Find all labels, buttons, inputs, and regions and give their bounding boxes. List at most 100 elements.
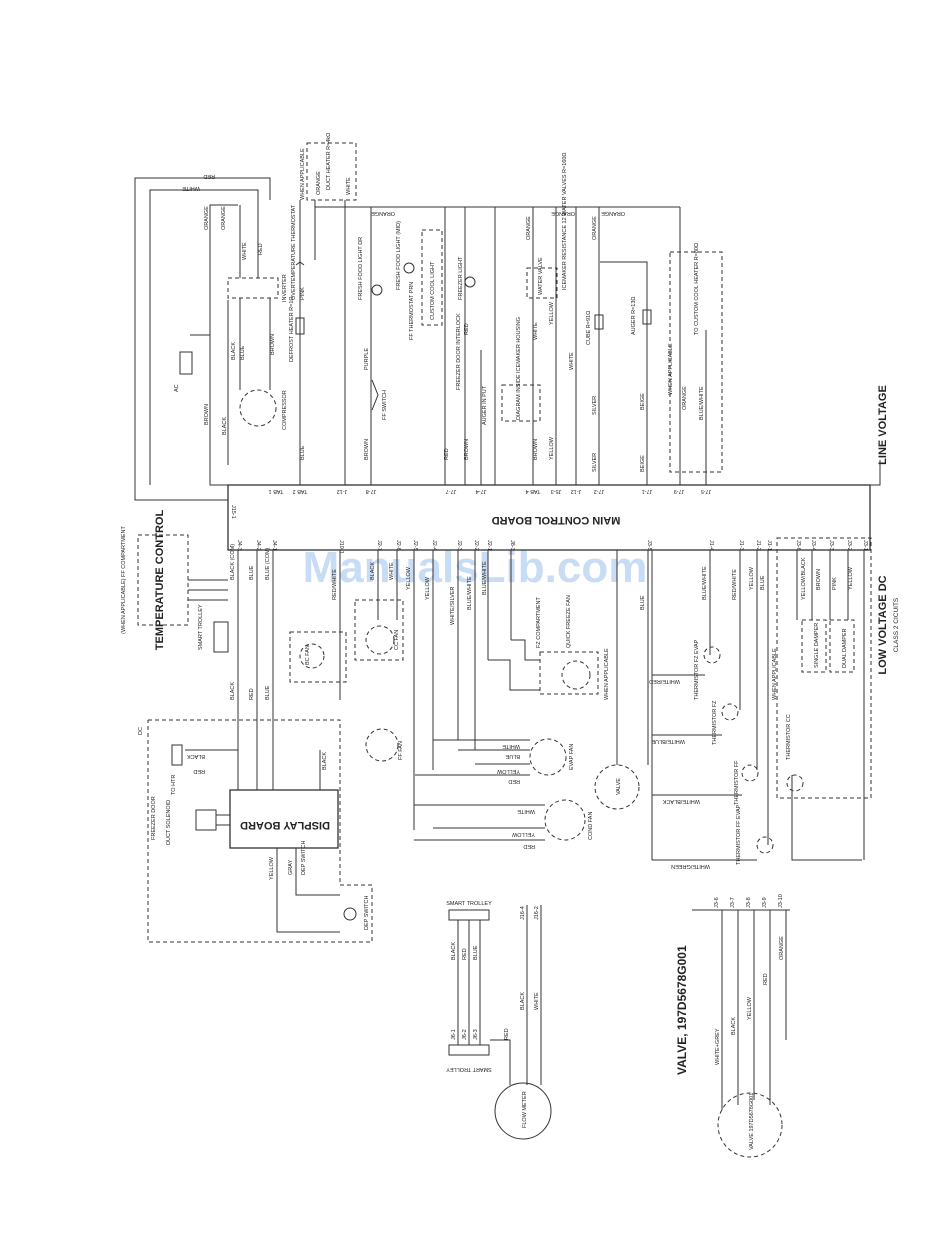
svg-text:J2-6: J2-6	[395, 540, 401, 551]
svg-text:J2-5: J2-5	[412, 540, 418, 551]
low-voltage-label: LOW VOLTAGE DC	[877, 575, 889, 674]
single-damper	[801, 619, 827, 673]
svg-text:WHITE/RED: WHITE/RED	[649, 678, 680, 684]
svg-text:FREEZER LIGHT: FREEZER LIGHT	[458, 256, 464, 300]
svg-text:J7-8: J7-8	[366, 488, 377, 494]
svg-text:BLUE: BLUE	[640, 595, 646, 610]
svg-text:TAB 2: TAB 2	[293, 488, 308, 494]
svg-text:J2-7: J2-7	[376, 540, 382, 551]
svg-text:BLUE: BLUE	[505, 753, 520, 759]
bc-fan-box	[289, 631, 347, 683]
svg-text:J7-4: J7-4	[476, 488, 487, 494]
svg-text:BLACK: BLACK	[187, 753, 205, 759]
svg-text:RED/WHITE: RED/WHITE	[332, 569, 338, 600]
svg-text:BLUE/WHITE: BLUE/WHITE	[702, 566, 708, 600]
svg-text:J-12: J-12	[571, 488, 582, 494]
valve	[594, 764, 640, 810]
svg-text:SINGLE DAMPER: SINGLE DAMPER	[814, 623, 820, 668]
svg-text:WHITE/GREEN: WHITE/GREEN	[671, 863, 710, 869]
svg-text:J7-7: J7-7	[446, 488, 457, 494]
svg-text:CUSTOM COOL LIGHT: CUSTOM COOL LIGHT	[430, 261, 436, 320]
svg-text:WHEN APPLICABLE: WHEN APPLICABLE	[668, 343, 674, 395]
svg-text:ORANGE: ORANGE	[221, 206, 227, 230]
svg-text:J3-1: J3-1	[862, 540, 868, 551]
svg-text:WHEN APPLICABLE: WHEN APPLICABLE	[604, 648, 610, 700]
bottom-connector-labels: J15-1 J4-3 J4-2 J4-1 J10-1 J2-7 J2-6 J2-…	[230, 505, 868, 554]
svg-text:RED: RED	[193, 768, 205, 774]
compressor	[239, 389, 277, 427]
svg-text:RED: RED	[523, 843, 535, 849]
svg-text:BEIGE: BEIGE	[640, 393, 646, 410]
svg-text:SMART TROLLEY: SMART TROLLEY	[446, 1066, 492, 1072]
svg-text:WHITE: WHITE	[182, 185, 200, 191]
svg-text:BEIGE: BEIGE	[640, 455, 646, 472]
svg-text:RED: RED	[508, 778, 520, 784]
svg-text:RED/WHITE: RED/WHITE	[732, 569, 738, 600]
svg-text:J3-6: J3-6	[714, 897, 720, 908]
svg-text:VALVE: VALVE	[616, 778, 622, 795]
valve-title: VALVE, 197D5678G001	[675, 945, 689, 1075]
svg-text:WHITE: WHITE	[534, 992, 540, 1010]
svg-text:BLUE/WHITE: BLUE/WHITE	[467, 576, 473, 610]
svg-text:DEP SWITCH: DEP SWITCH	[301, 841, 307, 875]
svg-text:J15-1: J15-1	[230, 505, 236, 519]
svg-text:EVAP FAN: EVAP FAN	[569, 744, 575, 770]
svg-text:J2-2: J2-2	[473, 540, 479, 551]
svg-text:J1-2: J1-2	[755, 540, 761, 551]
svg-text:YELLOW: YELLOW	[425, 576, 431, 600]
svg-text:J3-5: J3-5	[646, 540, 652, 551]
svg-text:RED: RED	[444, 448, 450, 460]
svg-text:J1-3: J1-3	[738, 540, 744, 551]
display-board-label: DISPLAY BOARD	[240, 819, 330, 831]
duct-heater-label: DUCT HEATER R=4kΩ	[326, 133, 332, 190]
svg-text:ORANGE: ORANGE	[779, 936, 785, 960]
svg-text:J3-2: J3-2	[846, 540, 852, 551]
svg-text:J2-1: J2-1	[486, 540, 492, 551]
svg-text:BLUE: BLUE	[473, 945, 479, 960]
svg-text:BLACK (COM): BLACK (COM)	[230, 544, 236, 580]
svg-text:TAB 4: TAB 4	[526, 488, 541, 494]
flow-meter	[494, 1082, 552, 1140]
svg-text:QUICK FREEZE FAN: QUICK FREEZE FAN	[566, 595, 572, 648]
thermistor-fz	[721, 703, 739, 721]
svg-text:BLACK: BLACK	[370, 562, 376, 580]
svg-text:FRESH FOOD LIGHT DR: FRESH FOOD LIGHT DR	[358, 237, 364, 300]
main-control-board-label: MAIN CONTROL BOARD	[492, 514, 621, 526]
thermistor-ff	[741, 764, 759, 782]
svg-text:YELLOW/BLACK: YELLOW/BLACK	[801, 557, 807, 600]
svg-text:ORANGE: ORANGE	[204, 206, 210, 230]
quick-freeze-fan-box	[539, 651, 599, 695]
ff-fan	[365, 728, 399, 762]
svg-text:J7-9: J7-9	[674, 488, 685, 494]
svg-text:J4-1: J4-1	[271, 540, 277, 551]
svg-text:RED: RED	[258, 243, 264, 255]
low-voltage-area	[776, 537, 872, 799]
svg-text:THERMISTOR CC: THERMISTOR CC	[786, 714, 792, 760]
svg-text:WHITE: WHITE	[346, 177, 352, 195]
svg-text:SILVER: SILVER	[592, 453, 598, 472]
svg-text:J2-3: J2-3	[456, 540, 462, 551]
svg-text:RED: RED	[504, 1028, 510, 1040]
svg-text:BLUE: BLUE	[240, 345, 246, 360]
overtemp-label: OVERTEMPERATURE THERMOSTAT	[291, 204, 297, 300]
valve-motor	[717, 1092, 783, 1158]
svg-text:RED: RED	[763, 973, 769, 985]
svg-text:TO HTR: TO HTR	[171, 775, 177, 795]
svg-text:J7-5: J7-5	[701, 488, 712, 494]
svg-text:WHITE/BLACK: WHITE/BLACK	[662, 798, 700, 804]
svg-text:YELLOW: YELLOW	[549, 301, 555, 325]
freezer-door-interlock-label: FREEZER DOOR INTERLOCK	[456, 313, 462, 390]
svg-text:J2-4: J2-4	[431, 540, 437, 551]
freezer-light	[464, 276, 476, 288]
svg-text:FF FAN: FF FAN	[398, 741, 404, 760]
quick-freeze-fan	[561, 660, 591, 690]
svg-text:FRESH FOOD LIGHT (MID): FRESH FOOD LIGHT (MID)	[396, 221, 402, 290]
svg-text:J1-4: J1-4	[708, 540, 714, 551]
svg-text:BLACK: BLACK	[231, 342, 237, 360]
svg-text:BLUE (COM): BLUE (COM)	[265, 547, 271, 580]
svg-text:BLACK: BLACK	[230, 682, 236, 700]
svg-text:BLUE/WHITE: BLUE/WHITE	[699, 386, 705, 420]
svg-text:BLACK: BLACK	[222, 417, 228, 435]
svg-text:BLACK: BLACK	[731, 1017, 737, 1035]
ac-plug	[179, 351, 193, 375]
